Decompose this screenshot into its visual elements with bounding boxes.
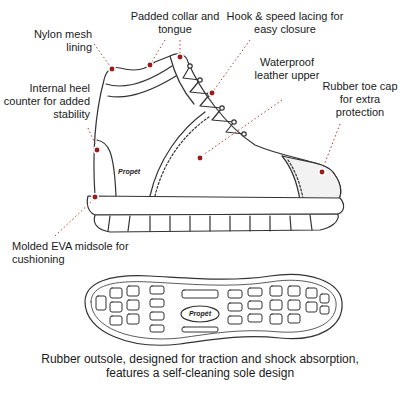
boot-upper [94, 54, 341, 200]
logo-oval [181, 306, 219, 322]
collar-line [108, 76, 176, 97]
leader-line [203, 100, 282, 155]
callout-dot [197, 155, 203, 161]
eyelet [232, 120, 236, 124]
eyelet [220, 106, 224, 110]
callout-dot [177, 54, 183, 60]
sole-lugs [96, 286, 329, 332]
part-label: Internal heel counter for added stabilit… [2, 82, 90, 121]
leader-line [88, 128, 96, 146]
sole-rim [91, 280, 336, 339]
midsole [87, 196, 343, 215]
leader-line [180, 40, 181, 54]
sole-print [85, 274, 342, 345]
part-label: Waterproof leather upper [252, 56, 322, 82]
callout-dot [319, 169, 325, 175]
callout-dot [92, 194, 98, 200]
eyelet [198, 78, 202, 82]
callout-dots [92, 54, 325, 200]
leader-line [151, 40, 165, 63]
eyelet [242, 132, 246, 136]
stitch-line [155, 117, 209, 196]
hook [188, 64, 192, 68]
brand-mark: Propét [118, 168, 150, 176]
part-label: Padded collar and tongue [130, 10, 220, 36]
tongue [170, 56, 194, 104]
stitch-line [288, 160, 303, 198]
outsole [94, 214, 338, 232]
part-label: Nylon mesh lining [20, 28, 92, 54]
part-label: Hook & speed lacing for easy closure [225, 10, 345, 36]
callout-dot [94, 147, 100, 153]
leader-lines [55, 40, 340, 236]
collar-line [106, 66, 172, 86]
callout-dot [209, 90, 215, 96]
brand-mark: Propét [180, 310, 220, 318]
toe-cap [282, 156, 341, 200]
part-label: Rubber toe cap for extra protection [322, 80, 398, 119]
leader-line [323, 124, 340, 168]
leader-line [94, 44, 110, 66]
callout-dot [109, 66, 115, 72]
part-label: Rubber outsole, designed for traction an… [28, 352, 372, 380]
leader-line [214, 40, 250, 90]
outsole-lugs [108, 215, 312, 231]
laces [183, 66, 244, 134]
part-label: Molded EVA midsole for cushioning [12, 240, 152, 266]
leader-line [55, 200, 93, 236]
callout-dot [147, 62, 153, 68]
